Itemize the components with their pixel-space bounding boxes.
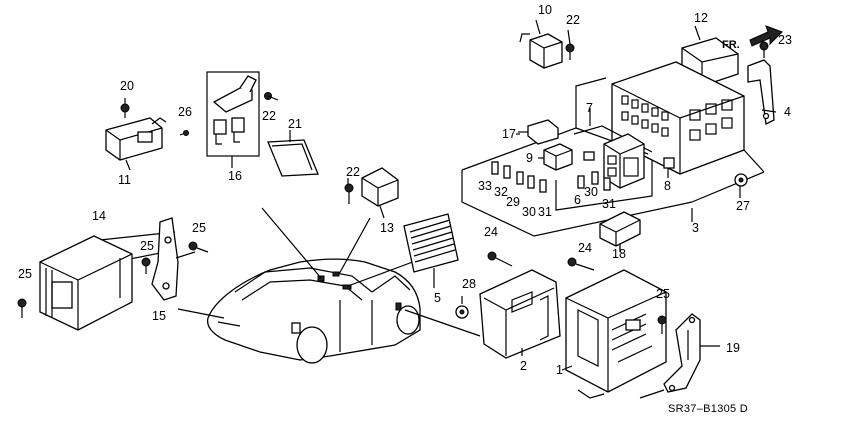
callout-31: 31 [538, 205, 552, 219]
callout-22: 22 [346, 165, 360, 179]
part-2-bracket [479, 269, 561, 359]
part-13-unit [344, 167, 399, 207]
small-fuses [491, 161, 611, 193]
part-8-clip [663, 157, 675, 169]
callout-30: 30 [584, 185, 598, 199]
callout-31: 31 [602, 197, 616, 211]
callout-25: 25 [192, 221, 206, 235]
part-15-bracket [151, 217, 196, 301]
callout-32: 32 [494, 185, 508, 199]
callout-labels: 1234567891011121314151617181920212222222… [18, 3, 792, 377]
diagram-code: SR37–B1305 D [668, 403, 748, 415]
callout-20: 20 [120, 79, 134, 93]
callout-9: 9 [526, 151, 533, 165]
callout-8: 8 [664, 179, 671, 193]
bolt-25-ecu [657, 315, 667, 334]
bolts-24 [487, 251, 595, 271]
callout-13: 13 [380, 221, 394, 235]
part-3-fuse-box [611, 61, 745, 175]
part-1-ecu [565, 269, 667, 399]
callout-6: 6 [574, 193, 581, 207]
callout-7: 7 [586, 101, 593, 115]
direction-label: FR. [722, 39, 740, 51]
callout-24: 24 [578, 241, 592, 255]
callout-24: 24 [484, 225, 498, 239]
callout-18: 18 [612, 247, 626, 261]
part-19-bracket [639, 313, 720, 399]
callout-22: 22 [262, 109, 276, 123]
callout-12: 12 [694, 11, 708, 25]
callout-26: 26 [178, 105, 192, 119]
bolts-25-left [17, 241, 209, 318]
callout-1: 1 [556, 363, 563, 377]
part-14-control-unit [39, 235, 133, 331]
part-11-relay-bracket [105, 103, 189, 161]
part-18-switch [599, 211, 641, 252]
callout-10: 10 [538, 3, 552, 17]
car-illustration [206, 258, 421, 364]
callout-14: 14 [92, 209, 106, 223]
callout-33: 33 [478, 179, 492, 193]
part-5-grille [403, 213, 459, 273]
part-28-nut [455, 305, 469, 319]
part-21-cover [267, 139, 319, 177]
callout-2: 2 [520, 359, 527, 373]
part-9-relay [543, 143, 573, 171]
part-17-relay [518, 119, 559, 145]
part-10-relay [519, 33, 575, 69]
callout-25: 25 [18, 267, 32, 281]
callout-30: 30 [522, 205, 536, 219]
callout-15: 15 [152, 309, 166, 323]
callout-5: 5 [434, 291, 441, 305]
callout-11: 11 [118, 173, 131, 187]
callout-22: 22 [566, 13, 580, 27]
callout-16: 16 [228, 169, 242, 183]
callout-23: 23 [778, 33, 792, 47]
callout-17: 17 [502, 127, 516, 141]
callout-leaders [124, 19, 777, 371]
callout-3: 3 [692, 221, 699, 235]
part-27-nut [734, 173, 748, 187]
callout-21: 21 [288, 117, 302, 131]
bolt-23 [759, 41, 769, 58]
part-4-bracket [747, 59, 775, 125]
callout-29: 29 [506, 195, 520, 209]
front-direction-arrow: FR. [722, 25, 783, 51]
fuse-slots [621, 95, 733, 141]
callout-25: 25 [656, 287, 670, 301]
callout-25: 25 [140, 239, 154, 253]
callout-28: 28 [462, 277, 476, 291]
callout-19: 19 [726, 341, 740, 355]
callout-27: 27 [736, 199, 750, 213]
callout-4: 4 [784, 105, 791, 119]
part-16-connector-group [206, 71, 279, 157]
